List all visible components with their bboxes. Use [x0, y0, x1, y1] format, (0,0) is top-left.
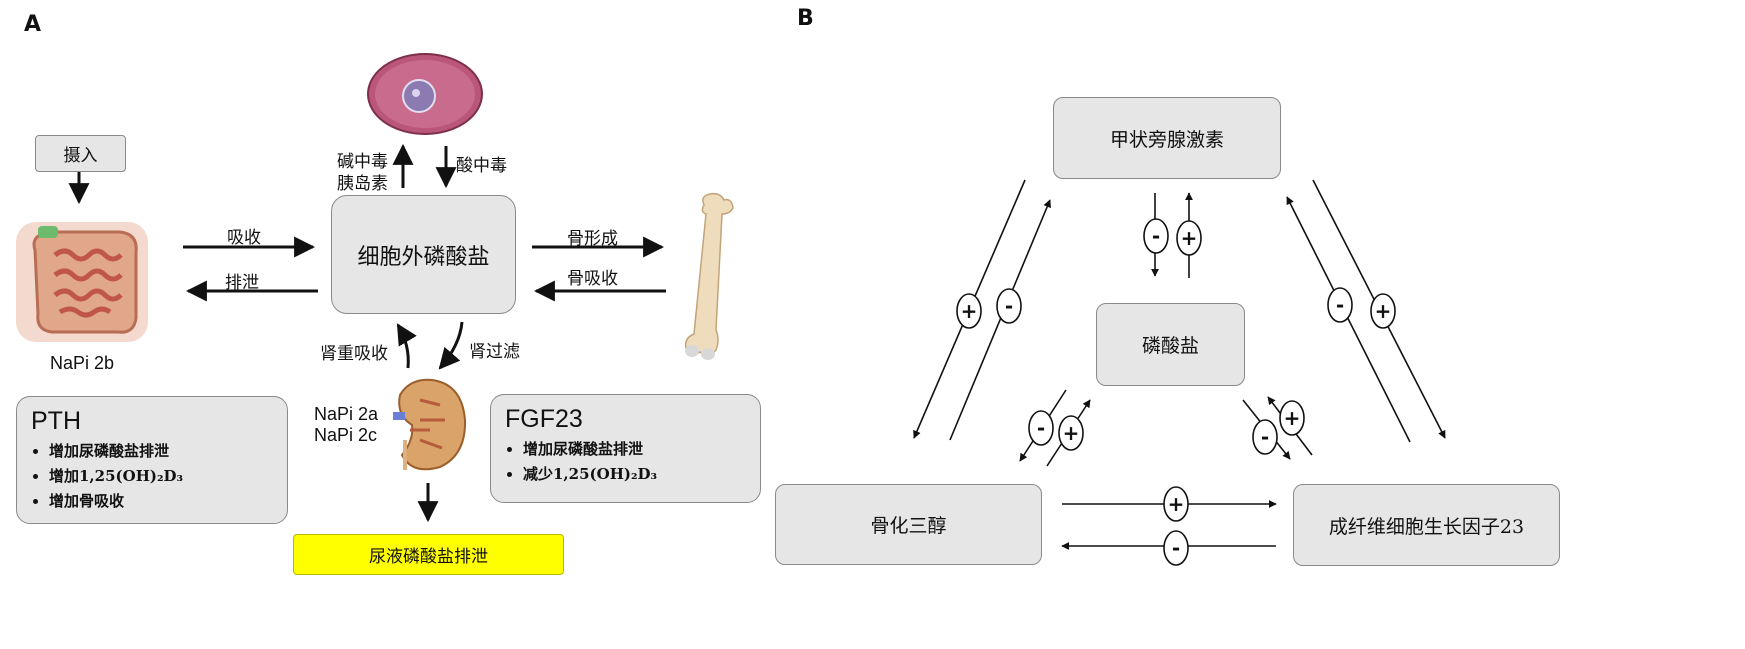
- calcitriol-node: 骨化三醇: [775, 484, 1042, 565]
- urine-excretion-box: 尿液磷酸盐排泄: [293, 534, 564, 575]
- pth-effect-item: 增加1,25(OH)₂D₃: [49, 464, 183, 489]
- urine-excretion-label: 尿液磷酸盐排泄: [369, 547, 488, 567]
- cell-icon: [367, 53, 483, 135]
- minus-sign: -: [1260, 425, 1270, 449]
- extracellular-phosphate-label: 细胞外磷酸盐: [357, 244, 490, 270]
- renal-reabsorption-label: 肾重吸收: [320, 344, 388, 364]
- renal-filtration-label: 肾过滤: [469, 342, 520, 362]
- plus-sign: +: [1283, 406, 1301, 430]
- napi2a-label: NaPi 2a: [314, 404, 379, 424]
- fgf23-node: 成纤维细胞生长因子23: [1293, 484, 1560, 566]
- panel-a-arrows: [68, 143, 666, 523]
- intestine-icon: [16, 222, 148, 342]
- fgf23-title: FGF23: [505, 405, 583, 433]
- plus-sign: +: [960, 299, 978, 323]
- pth-effects-list: 增加尿磷酸盐排泄 增加1,25(OH)₂D₃ 增加骨吸收: [31, 439, 183, 514]
- minus-sign: -: [1151, 224, 1161, 248]
- plus-sign: +: [1374, 299, 1392, 323]
- pth-effect-item: 增加尿磷酸盐排泄: [49, 439, 183, 464]
- pth-node-label: 甲状旁腺激素: [1109, 128, 1224, 151]
- phosphate-node: 磷酸盐: [1096, 303, 1245, 386]
- excrete-label: 排泄: [225, 273, 259, 293]
- minus-sign: -: [1036, 416, 1046, 440]
- sign-circles: [956, 218, 1396, 566]
- bone-icon: [684, 192, 734, 360]
- napi2c-label: NaPi 2c: [314, 425, 378, 445]
- alkalosis-label: 碱中毒: [337, 152, 388, 172]
- fgf23-effects-list: 增加尿磷酸盐排泄 减少1,25(OH)₂D₃: [505, 437, 657, 487]
- fgf23-node-label: 成纤维细胞生长因子23: [1328, 515, 1525, 538]
- pth-node: 甲状旁腺激素: [1053, 97, 1281, 179]
- fgf23-effect-item: 减少1,25(OH)₂D₃: [523, 462, 657, 487]
- panel-a-label: A: [24, 12, 42, 37]
- minus-sign: -: [1004, 294, 1014, 318]
- absorb-label: 吸收: [227, 228, 261, 248]
- minus-sign: -: [1171, 536, 1181, 560]
- plus-sign: +: [1180, 226, 1198, 250]
- extracellular-phosphate-box: 细胞外磷酸盐: [331, 195, 516, 314]
- plus-sign: +: [1062, 421, 1080, 445]
- bone-formation-label: 骨形成: [567, 229, 618, 249]
- kidney-icon: [393, 378, 467, 471]
- pth-effect-item: 增加骨吸收: [49, 489, 183, 514]
- napi2b-label: NaPi 2b: [50, 353, 115, 373]
- minus-sign: -: [1335, 293, 1345, 317]
- phosphate-node-label: 磷酸盐: [1141, 335, 1199, 357]
- panel-b-label: B: [797, 6, 814, 31]
- intake-label: 摄入: [63, 146, 98, 166]
- fgf23-effect-item: 增加尿磷酸盐排泄: [523, 437, 657, 462]
- intake-box: 摄入: [35, 135, 126, 172]
- pth-info-box: PTH 增加尿磷酸盐排泄 增加1,25(OH)₂D₃ 增加骨吸收: [16, 396, 288, 524]
- fgf23-info-box: FGF23 增加尿磷酸盐排泄 减少1,25(OH)₂D₃: [490, 394, 761, 503]
- calcitriol-node-label: 骨化三醇: [870, 515, 947, 537]
- plus-sign: +: [1167, 492, 1185, 516]
- pth-title: PTH: [31, 407, 81, 435]
- bone-resorption-label: 骨吸收: [567, 269, 618, 289]
- acidosis-label: 酸中毒: [456, 156, 507, 176]
- insulin-label: 胰岛素: [337, 174, 388, 194]
